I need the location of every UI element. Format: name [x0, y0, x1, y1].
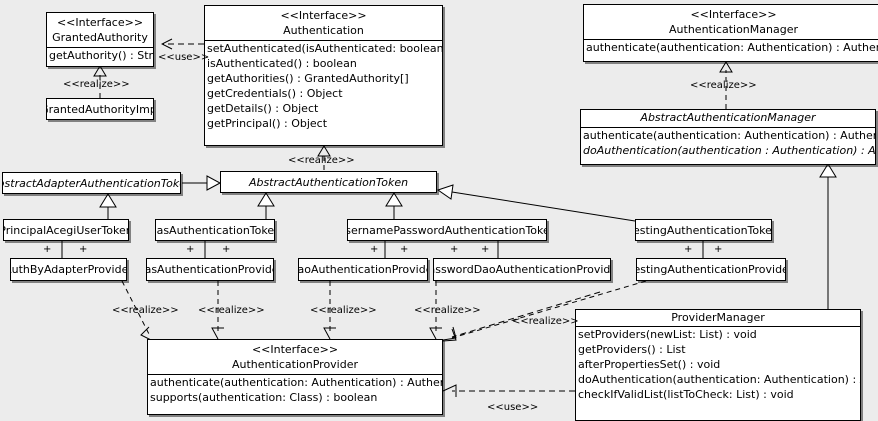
association-multiplicity: + [222, 244, 231, 255]
member-row: authenticate(authentication: Authenticat… [583, 129, 875, 142]
edge-label-use-granted-authority: <<use>> [158, 52, 210, 63]
class-name: ProviderManager [671, 311, 765, 324]
class-name: PasswordDaoAuthenticationProvider [434, 263, 611, 276]
class-authentication-provider[interactable]: <<Interface>> AuthenticationProvider aut… [147, 339, 443, 415]
members-compartment: setAuthenticated(isAuthenticated: boolea… [205, 41, 442, 131]
class-name: TestingAuthenticationProvider [636, 263, 786, 276]
members-compartment: authenticate(authentication: Authenticat… [584, 40, 878, 55]
class-name: AbstractAdapterAuthenticationToken [3, 176, 180, 190]
class-name: GrantedAuthority [52, 31, 148, 44]
member-row: isAuthenticated() : boolean [207, 57, 357, 70]
class-stereotype: <<Interface>> [251, 343, 339, 356]
class-abstract-authentication-manager[interactable]: AbstractAuthenticationManager authentica… [580, 109, 876, 165]
compartment-divider [47, 47, 153, 48]
class-dao-authentication-provider[interactable]: DaoAuthenticationProvider [298, 258, 428, 281]
compartment-divider [148, 374, 442, 375]
association-multiplicity: + [79, 244, 88, 255]
class-name: CasAuthenticationToken [155, 223, 275, 237]
member-row: setAuthenticated(isAuthenticated: boolea… [207, 42, 443, 55]
edge-label-realize-cas-provider: <<realize>> [198, 305, 265, 316]
association-multiplicity: + [370, 244, 379, 255]
members-compartment: authenticate(authentication: Authenticat… [581, 128, 875, 158]
class-password-dao-authentication-provider[interactable]: PasswordDaoAuthenticationProvider [433, 258, 611, 281]
class-cas-authentication-provider[interactable]: CasAuthenticationProvider [146, 258, 274, 281]
compartment-divider [576, 326, 860, 327]
class-testing-authentication-provider[interactable]: TestingAuthenticationProvider [636, 258, 786, 281]
member-row: authenticate(authentication: Authenticat… [150, 376, 442, 389]
member-row: getPrincipal() : Object [207, 117, 328, 130]
edge-label-realize-abstract-authentication-manager: <<realize>> [690, 80, 757, 91]
member-row: doAuthentication(authentication: Authent… [578, 373, 860, 386]
class-name: AuthenticationProvider [231, 358, 359, 371]
class-abstract-adapter-authentication-token[interactable]: AbstractAdapterAuthenticationToken [2, 172, 181, 194]
class-name: CasAuthenticationProvider [147, 263, 273, 276]
member-row: supports(authentication: Class) : boolea… [150, 391, 378, 404]
member-row: getProviders() : List [578, 343, 686, 356]
members-compartment: getAuthority() : String [47, 48, 153, 63]
class-authentication[interactable]: <<Interface>> Authentication setAuthenti… [204, 5, 443, 146]
class-stereotype: <<Interface>> [56, 16, 144, 29]
member-row: authenticate(authentication: Authenticat… [586, 41, 878, 54]
class-cas-authentication-token[interactable]: CasAuthenticationToken [155, 219, 275, 241]
class-name: Authentication [283, 24, 364, 37]
class-stereotype: <<Interface>> [280, 9, 367, 22]
class-testing-authentication-token[interactable]: TestingAuthenticationToken [635, 219, 772, 241]
association-multiplicity: + [714, 244, 723, 255]
class-name: PrincipalAcegiUserToken [3, 223, 129, 237]
class-name: GrantedAuthorityImpl [46, 102, 154, 116]
member-row: getAuthority() : String [49, 49, 154, 62]
member-row: doAuthentication(authentication : Authen… [583, 144, 876, 157]
class-stereotype: <<Interface>> [690, 8, 777, 21]
member-row: getDetails() : Object [207, 102, 319, 115]
class-provider-manager[interactable]: ProviderManager setProviders(newList: Li… [575, 309, 861, 421]
member-row: setProviders(newList: List) : void [578, 328, 757, 341]
association-multiplicity: + [186, 244, 195, 255]
class-name: DaoAuthenticationProvider [298, 263, 427, 276]
edge-label-realize-dao-provider: <<realize>> [310, 305, 377, 316]
class-auth-by-adapter-provider[interactable]: AuthByAdapterProvider [10, 258, 127, 281]
edge-label-realize-granted-authority-impl: <<realize>> [63, 79, 130, 90]
association-multiplicity: + [400, 244, 409, 255]
class-granted-authority[interactable]: <<Interface>> GrantedAuthority getAuthor… [46, 12, 154, 67]
compartment-divider [581, 127, 875, 128]
class-abstract-authentication-token[interactable]: AbstractAuthenticationToken [220, 171, 437, 193]
class-name: AuthenticationManager [669, 23, 798, 36]
member-row: getAuthorities() : GrantedAuthority[] [207, 72, 409, 85]
edge-label-use-provider-manager: <<use>> [487, 402, 539, 413]
compartment-divider [205, 40, 442, 41]
association-multiplicity: + [43, 244, 52, 255]
class-name: AbstractAuthenticationManager [640, 111, 816, 124]
class-name: AuthByAdapterProvider [10, 263, 127, 276]
class-principal-acegi-user-token[interactable]: PrincipalAcegiUserToken [3, 219, 129, 241]
member-row: checkIfValidList(listToCheck: List) : vo… [578, 388, 794, 401]
class-name: AbstractAuthenticationToken [248, 175, 409, 189]
class-username-password-authentication-token[interactable]: UsernamePasswordAuthenticationToken [347, 219, 547, 241]
members-compartment: setProviders(newList: List) : void getPr… [576, 327, 860, 402]
class-authentication-manager[interactable]: <<Interface>> AuthenticationManager auth… [583, 4, 878, 62]
edge-label-realize-auth-by-adapter: <<realize>> [112, 305, 179, 316]
member-row: afterPropertiesSet() : void [578, 358, 721, 371]
class-name: UsernamePasswordAuthenticationToken [347, 223, 547, 237]
member-row: getCredentials() : Object [207, 87, 343, 100]
association-multiplicity: + [684, 244, 693, 255]
class-name: TestingAuthenticationToken [635, 223, 772, 237]
edge-label-realize-abstract-authentication-token: <<realize>> [288, 155, 355, 166]
members-compartment: authenticate(authentication: Authenticat… [148, 375, 442, 405]
class-granted-authority-impl[interactable]: GrantedAuthorityImpl [46, 98, 154, 120]
edge-label-realize-testing-provider: <<realize>> [512, 316, 579, 327]
compartment-divider [584, 39, 878, 40]
association-multiplicity: + [481, 244, 490, 255]
association-multiplicity: + [450, 244, 459, 255]
edge-label-realize-password-dao-provider: <<realize>> [414, 305, 481, 316]
